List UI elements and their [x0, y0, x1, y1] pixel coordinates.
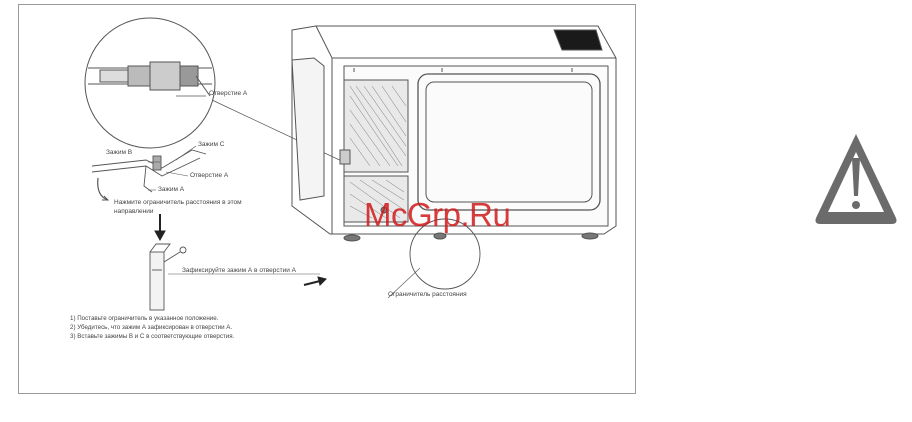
arrow-down-icon	[154, 230, 166, 242]
limiter-sketch	[91, 149, 207, 201]
arrow-right-icon	[317, 276, 327, 286]
diagram-frame	[18, 4, 636, 394]
magnifier-circle	[84, 17, 216, 149]
watermark: McGrp.Ru	[364, 196, 511, 233]
label-clamp-a: Зажим А	[158, 186, 185, 193]
step-2: 2) Убедитесь, что зажим А зафиксирован в…	[70, 324, 233, 331]
label-hole-a-top: Отверстие А	[209, 90, 248, 97]
label-limiter: Ограничитель расстояния	[388, 291, 467, 298]
warning-triangle-icon	[815, 134, 897, 224]
instruction-steps: 1) Поставьте ограничитель в указанное по…	[70, 314, 234, 341]
step-1: 1) Поставьте ограничитель в указанное по…	[70, 315, 219, 322]
label-press-note-1: Нажмите ограничитель расстояния в этом	[114, 199, 242, 206]
clamp-part	[149, 243, 187, 311]
label-press-note-2: направлении	[114, 208, 154, 215]
step-3: 3) Вставьте зажимы В и С в соответствующ…	[70, 333, 235, 340]
label-clamp-c: Зажим С	[198, 141, 225, 148]
microwave-oven	[291, 25, 617, 242]
label-clamp-b: Зажим В	[106, 149, 133, 156]
label-hole-a-mid: Отверстие А	[190, 172, 229, 179]
label-fix-note: Зафиксируйте зажим А в отверстии А	[182, 267, 297, 274]
limiter-callout-circle	[409, 218, 481, 290]
magnified-bracket	[88, 61, 212, 97]
